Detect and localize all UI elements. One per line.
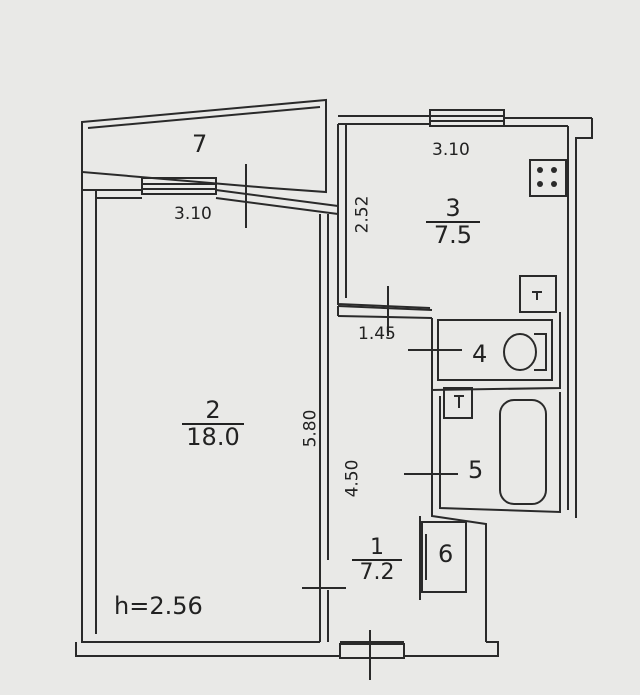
closet	[421, 521, 467, 593]
kitchen-right-wall	[567, 118, 593, 518]
dimension-hall-depth: 4.50	[342, 459, 363, 498]
stove	[529, 159, 567, 197]
room-6-label: 6	[438, 540, 454, 568]
living-room-outline	[81, 172, 320, 643]
bottom-wall	[75, 641, 499, 657]
dimension-balcony-window: 3.10	[174, 204, 212, 224]
room-5-label: 5	[468, 456, 484, 484]
room-3-label: 3 7.5	[424, 194, 482, 248]
room-1-area: 7.2	[352, 559, 402, 584]
entrance-door	[339, 643, 405, 659]
dimension-kitchen-window: 3.10	[432, 140, 470, 160]
kitchen-sink	[519, 275, 557, 313]
room-7-label: 7	[192, 130, 208, 158]
bathtub	[499, 399, 547, 505]
dimension-hall-width: 1.45	[358, 324, 396, 344]
balcony-outline-inner	[87, 106, 321, 129]
room-3-area: 7.5	[426, 221, 480, 248]
living-window	[141, 177, 217, 195]
room-2-area: 18.0	[182, 423, 244, 450]
room-4-label: 4	[472, 340, 488, 368]
dimension-kitchen-depth: 2.52	[352, 195, 373, 234]
bathroom-outline	[431, 390, 561, 642]
bathroom-sink	[443, 387, 473, 419]
room-1-number: 1	[370, 535, 384, 560]
room-2-number: 2	[205, 396, 221, 424]
balcony-outline	[81, 98, 327, 194]
hall-outline	[337, 306, 421, 600]
living-room-left-wall	[81, 172, 96, 246]
ceiling-height: h=2.56	[114, 592, 203, 620]
partition-living-hall	[319, 214, 329, 642]
room-1-label: 1 7.2	[350, 536, 404, 584]
kitchen-top-wall	[338, 115, 592, 127]
dimension-living-depth: 5.80	[300, 409, 321, 448]
room-3-number: 3	[445, 194, 461, 222]
kitchen-outline	[325, 100, 431, 309]
partition-kitchen-hall	[337, 305, 433, 319]
living-room-top-wall	[96, 189, 339, 215]
toilet-bowl	[503, 333, 537, 371]
room-2-label: 2 18.0	[180, 396, 246, 450]
kitchen-window	[429, 109, 505, 127]
